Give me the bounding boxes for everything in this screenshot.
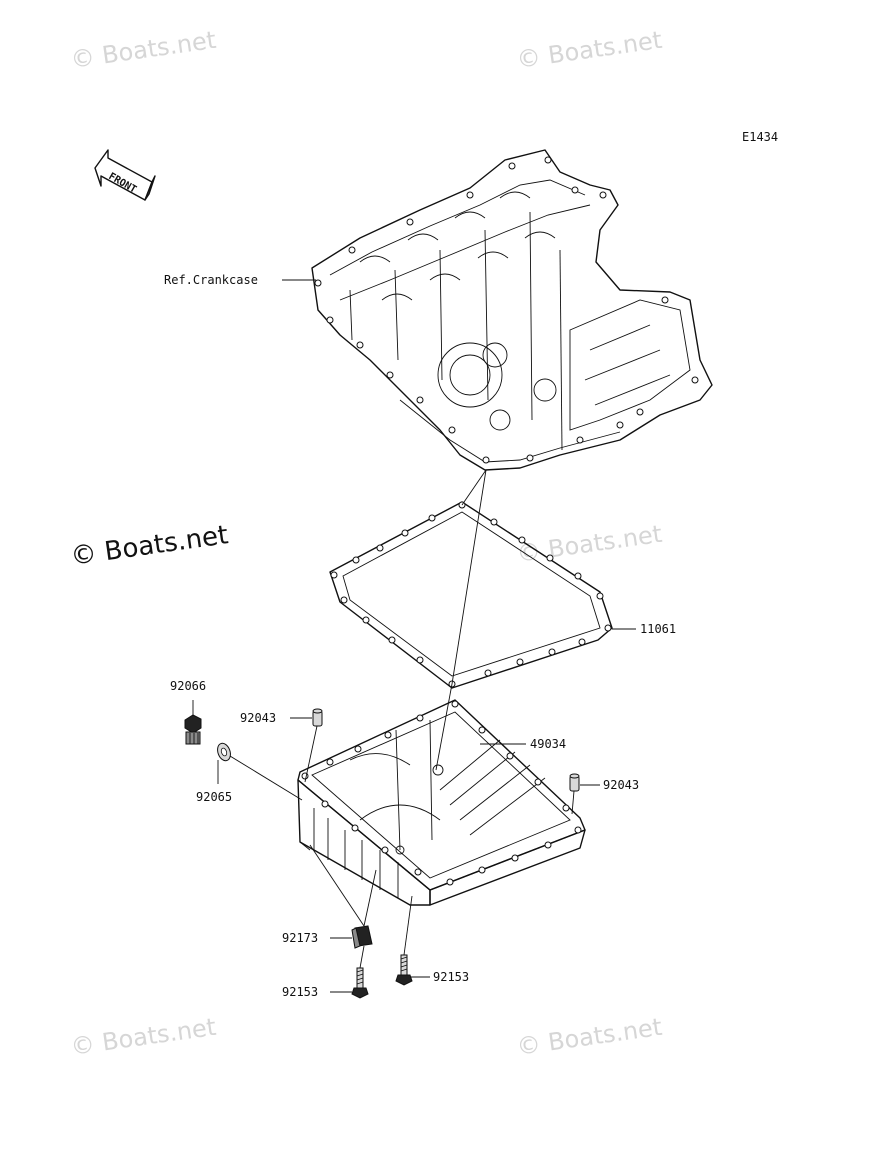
label-92043-left: 92043 — [240, 711, 276, 725]
watermark-bottom-left: © Boats.net — [69, 1013, 218, 1061]
clip-icon — [351, 925, 373, 949]
label-92066: 92066 — [170, 679, 206, 693]
diagram-code: E1434 — [742, 130, 778, 144]
oil-pan-gasket-drawing — [329, 501, 613, 689]
watermark-bottom-right: © Boats.net — [515, 1013, 664, 1061]
watermark-top-right: © Boats.net — [515, 26, 664, 74]
crankcase-drawing — [311, 149, 713, 471]
drain-plug-icon — [184, 714, 202, 745]
front-arrow-label: FRONT — [107, 171, 139, 196]
part-labels: Ref.Crankcase 11061 92066 92065 92043 49… — [164, 273, 676, 999]
dowel-pin-left-icon — [312, 708, 323, 727]
bolt-left-icon — [351, 967, 369, 999]
watermark-top-left: © Boats.net — [69, 26, 218, 74]
label-92043-right: 92043 — [603, 778, 639, 792]
dowel-pin-right-icon — [569, 773, 580, 792]
label-92153-right: 92153 — [433, 970, 469, 984]
leader-lines — [192, 279, 636, 993]
washer-icon — [217, 742, 231, 762]
label-92065: 92065 — [196, 790, 232, 804]
bolt-right-icon — [395, 954, 413, 986]
watermark-group: © Boats.net © Boats.net © Boats.net © Bo… — [69, 26, 664, 1061]
label-92153-left: 92153 — [282, 985, 318, 999]
label-ref-crankcase: Ref.Crankcase — [164, 273, 258, 287]
label-92173: 92173 — [282, 931, 318, 945]
front-arrow-icon: FRONT — [94, 149, 156, 201]
label-49034: 49034 — [530, 737, 566, 751]
label-11061: 11061 — [640, 622, 676, 636]
watermark-middle-right: © Boats.net — [515, 520, 664, 568]
watermark-prominent: © Boats.net — [69, 520, 230, 572]
oil-pan-drawing — [297, 699, 586, 906]
